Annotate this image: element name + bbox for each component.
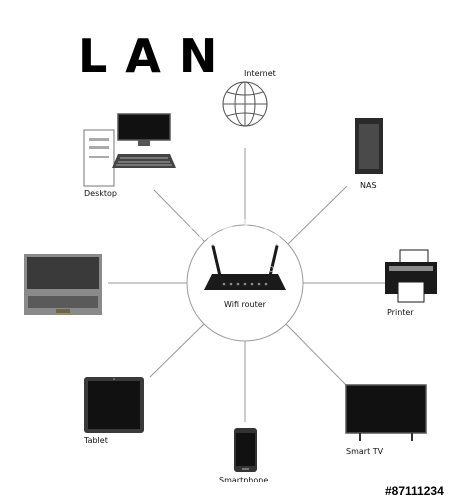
link-desktop	[153, 189, 206, 243]
router-node: Wifi router	[186, 224, 304, 342]
watermark-brand: fotolia	[170, 214, 283, 255]
tablet-label: Tablet	[83, 436, 108, 445]
stock-id: #87111234	[385, 484, 444, 498]
smartphone-node: Smartphone	[219, 428, 268, 485]
tv-icon	[345, 384, 427, 441]
nas-label: NAS	[360, 181, 377, 190]
internet-label: Internet	[244, 69, 276, 78]
router-label: Wifi router	[224, 300, 267, 309]
smartphone-label: Smartphone	[219, 476, 268, 485]
link-tablet	[149, 323, 205, 378]
stock-strip	[0, 482, 457, 500]
tablet-icon	[84, 377, 144, 433]
laptop-node	[24, 254, 102, 315]
nas-node: NAS	[355, 118, 383, 190]
watermark-sub: © Adobe	[232, 262, 282, 275]
desktop-icon	[83, 113, 176, 187]
router-icon	[204, 244, 286, 290]
printer-label: Printer	[387, 308, 414, 317]
laptop-icon	[24, 254, 102, 315]
tablet-node: Tablet	[83, 377, 144, 445]
diagram-title: LAN	[78, 29, 235, 83]
smart-tv-node: Smart TV	[345, 384, 427, 456]
internet-node: Internet	[222, 69, 276, 127]
printer-icon	[385, 249, 437, 303]
link-smart-tv	[285, 323, 347, 386]
connections	[108, 148, 385, 422]
smart-tv-label: Smart TV	[346, 447, 384, 456]
desktop-node: Desktop	[83, 113, 176, 198]
link-nas	[284, 185, 348, 248]
printer-node: Printer	[385, 249, 437, 317]
smartphone-icon	[234, 428, 257, 472]
desktop-label: Desktop	[84, 189, 117, 198]
globe-icon	[222, 81, 268, 127]
